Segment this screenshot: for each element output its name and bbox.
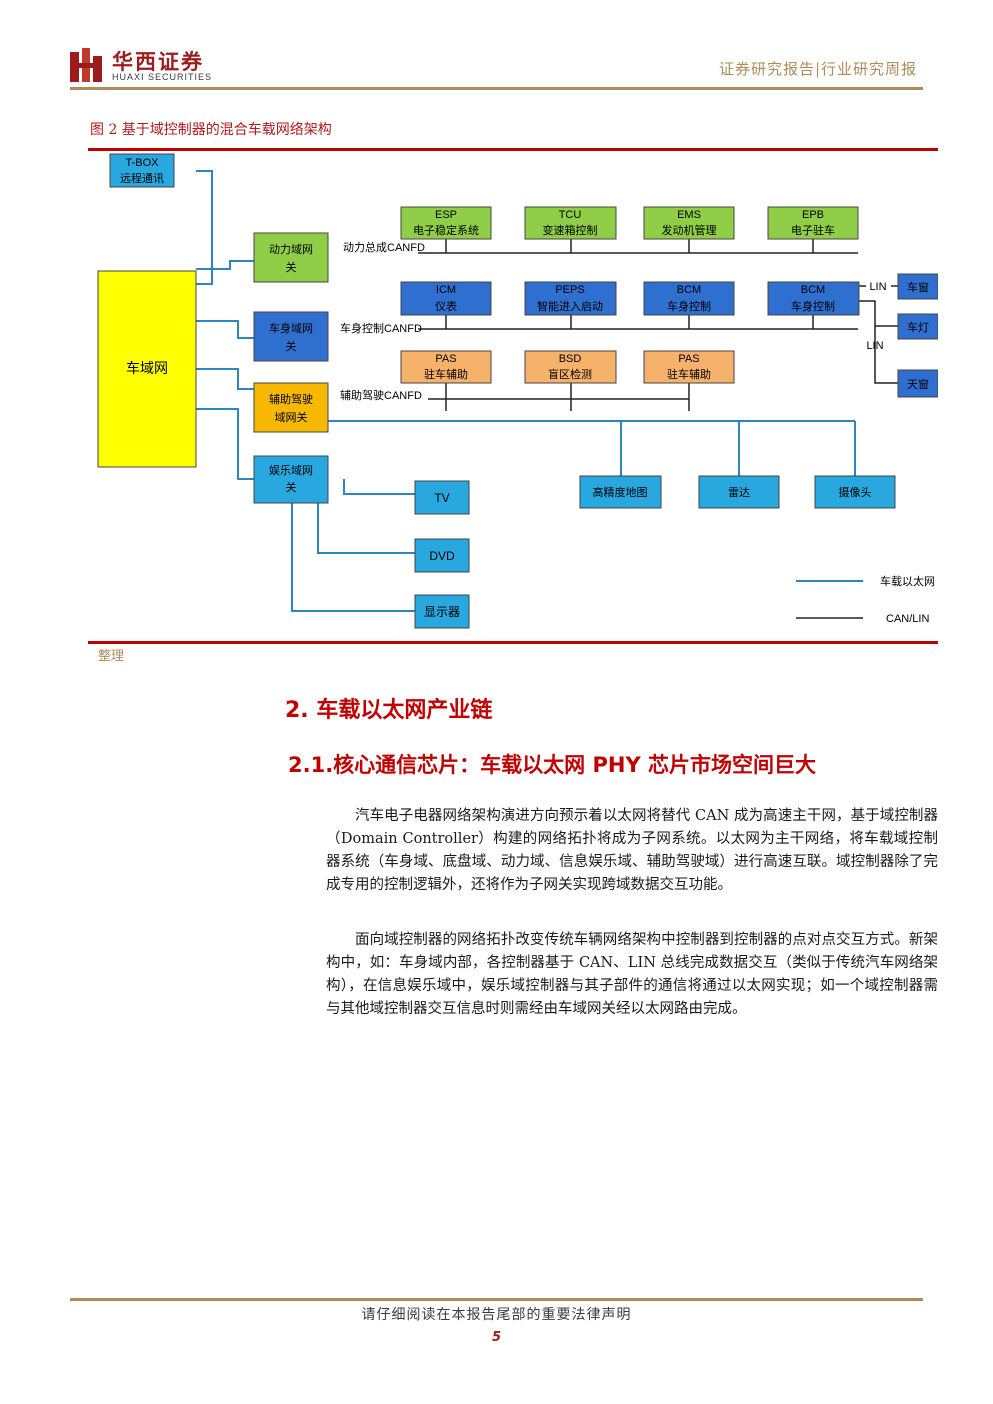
central-label: 车域网 (126, 360, 168, 376)
svg-text:发动机管理: 发动机管理 (662, 223, 717, 237)
legend-canlin: CAN/LIN (886, 613, 929, 625)
svg-text:雷达: 雷达 (728, 486, 750, 499)
device-display (414, 594, 470, 629)
ecu-esp (400, 206, 492, 240)
vehicle-domain-network-box (97, 270, 197, 468)
svg-text:域网关: 域网关 (275, 410, 308, 424)
svg-text:远程通讯: 远程通讯 (120, 172, 164, 185)
svg-text:驻车辅助: 驻车辅助 (667, 367, 711, 381)
svg-text:显示器: 显示器 (424, 605, 460, 619)
tbox-box (109, 153, 175, 188)
report-type-label: 证券研究报告|行业研究周报 (718, 60, 917, 78)
svg-text:BCM: BCM (677, 284, 701, 296)
device-dvd (414, 538, 470, 573)
svg-text:PAS: PAS (435, 353, 456, 365)
svg-text:仪表: 仪表 (435, 299, 457, 313)
ecu-peps (524, 281, 617, 316)
paragraph-1: 汽车电子电器网络架构演进方向预示着以太网将替代 CAN 成为高速主干网，基于域控… (326, 808, 938, 893)
svg-text:车身域网: 车身域网 (269, 321, 313, 335)
page-number: 5 (491, 1330, 502, 1345)
adas-domain-gateway (253, 382, 329, 433)
svg-text:高精度地图: 高精度地图 (593, 485, 648, 499)
svg-text:TCU: TCU (559, 209, 582, 221)
svg-text:关: 关 (286, 480, 297, 494)
svg-text:关: 关 (286, 260, 297, 274)
paragraph-2: 面向域控制器的网络拓扑改变传统车辆网络架构中控制器到控制器的点对点交互方式。新架… (326, 932, 938, 1017)
logo-text-cn: 华西证券 (112, 50, 204, 74)
sensor-radar (698, 475, 780, 509)
adas-ecus: PAS 驻车辅助 BSD 盲区检测 PAS 驻车辅助 (400, 350, 735, 384)
ecu-ems (643, 206, 735, 240)
svg-text:车灯: 车灯 (907, 320, 929, 334)
sensor-hd-map (579, 475, 662, 509)
network-architecture-diagram: 车域网 T-BOX 远程通讯 动力域网 关 车身域网 关 辅助驾驶 域网关 娱乐… (97, 153, 938, 629)
svg-text:电子驻车: 电子驻车 (791, 223, 835, 237)
legend-ethernet: 车载以太网 (880, 574, 935, 588)
power-domain-gateway (253, 232, 329, 283)
lin-lamp (897, 313, 938, 340)
ecu-pas-2 (643, 350, 735, 384)
ecu-epb (767, 206, 859, 240)
ecu-bcm-1 (643, 281, 735, 316)
lin-window (897, 273, 938, 300)
svg-text:驻车辅助: 驻车辅助 (424, 367, 468, 381)
entertainment-domain-gateway (253, 455, 329, 504)
huaxi-logo-icon (70, 48, 102, 82)
header-divider (70, 87, 923, 90)
ecu-tcu (524, 206, 617, 240)
svg-text:电子稳定系统: 电子稳定系统 (413, 223, 479, 237)
figure-title: 图 2 基于域控制器的混合车载网络架构 (90, 122, 332, 138)
svg-text:摄像头: 摄像头 (839, 485, 872, 499)
svg-text:变速箱控制: 变速箱控制 (543, 223, 598, 237)
can-lin-links (418, 239, 898, 619)
svg-text:EPB: EPB (802, 209, 824, 221)
svg-text:关: 关 (286, 339, 297, 353)
svg-text:PAS: PAS (678, 353, 699, 365)
body-bus-label: 车身控制CANFD (340, 321, 422, 335)
body-ecus: ICM 仪表 PEPS 智能进入启动 BCM 车身控制 BCM 车身控制 (400, 281, 860, 316)
figure-top-rule (88, 148, 938, 151)
svg-text:T-BOX: T-BOX (125, 157, 159, 169)
svg-text:BSD: BSD (559, 353, 582, 365)
ecu-icm (400, 281, 492, 316)
ecu-bcm-2 (767, 281, 860, 316)
power-bus-label: 动力总成CANFD (343, 240, 425, 254)
svg-text:辅助驾驶: 辅助驾驶 (269, 392, 313, 406)
figure-source: 整理 (98, 649, 125, 664)
svg-text:DVD: DVD (429, 549, 455, 563)
power-ecus: ESP 电子稳定系统 TCU 变速箱控制 EMS 发动机管理 EPB 电子驻车 (400, 206, 859, 240)
svg-text:PEPS: PEPS (555, 284, 584, 296)
lin-label-side: LIN (866, 340, 883, 352)
figure-bottom-rule (88, 641, 938, 644)
ecu-pas-1 (400, 350, 492, 384)
adas-bus-label: 辅助驾驶CANFD (340, 388, 422, 402)
subsection-heading: 2.1.核心通信芯片：车载以太网 PHY 芯片市场空间巨大 (288, 753, 816, 777)
lin-sunroof (897, 369, 938, 398)
svg-text:天窗: 天窗 (907, 377, 929, 391)
svg-text:盲区检测: 盲区检测 (548, 367, 592, 381)
ecu-bsd (524, 350, 617, 384)
svg-text:EMS: EMS (677, 209, 701, 221)
ethernet-links (196, 170, 863, 612)
device-tv (414, 480, 470, 515)
svg-text:车身控制: 车身控制 (791, 299, 835, 313)
legal-disclaimer: 请仔细阅读在本报告尾部的重要法律声明 (361, 1307, 632, 1323)
svg-text:车身控制: 车身控制 (667, 299, 711, 313)
footer-divider (70, 1298, 923, 1301)
body-domain-gateway (253, 311, 329, 362)
svg-text:动力域网: 动力域网 (269, 243, 313, 256)
svg-text:车窗: 车窗 (907, 280, 929, 294)
svg-text:ESP: ESP (435, 209, 457, 221)
svg-text:ICM: ICM (436, 284, 456, 296)
logo-text-en: HUAXI SECURITIES (112, 72, 213, 82)
svg-text:BCM: BCM (801, 284, 825, 296)
sensor-camera (814, 475, 896, 509)
svg-text:智能进入启动: 智能进入启动 (537, 299, 603, 313)
section-heading: 2. 车载以太网产业链 (285, 698, 493, 723)
svg-text:娱乐域网: 娱乐域网 (269, 463, 313, 477)
lin-label-top: LIN (869, 281, 886, 293)
svg-text:TV: TV (434, 491, 449, 505)
